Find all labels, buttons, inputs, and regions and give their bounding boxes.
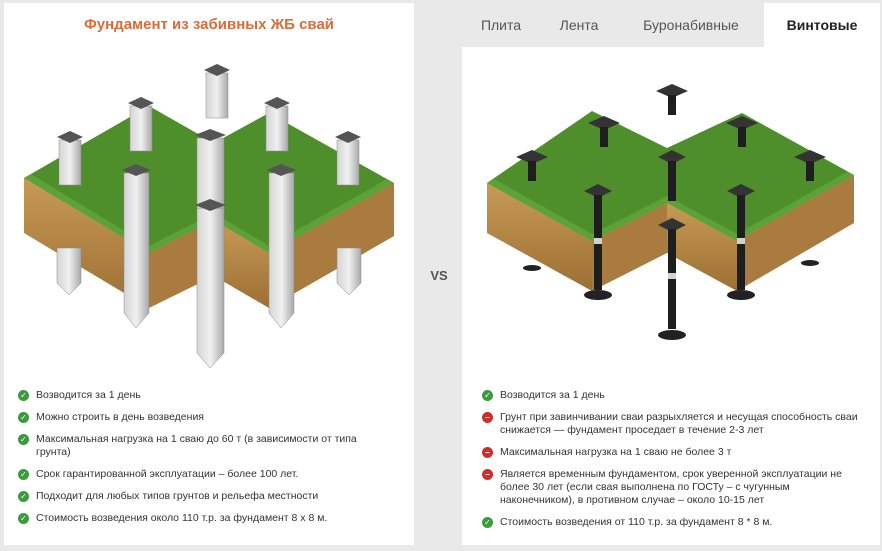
foundation-type-tabs: Плита Лента Буронабивные Винтовые: [462, 3, 880, 47]
left-panel-title: Фундамент из забивных ЖБ свай: [83, 16, 335, 33]
left-feature-text: Стоимость возведения около 110 т.р. за ф…: [36, 512, 328, 524]
right-feature-text: Возводится за 1 день: [500, 389, 605, 401]
right-feature-item: –Грунт при завинчивании сваи разрыхляетс…: [482, 411, 862, 437]
check-circle-icon: ✓: [18, 491, 29, 502]
driven-concrete-piles-illustration: [24, 64, 394, 369]
left-feature-item: ✓ Срок гарантированной эксплуатации – бол…: [18, 468, 393, 481]
right-comparison-panel: Плита Лента Буронабивные Винтовые: [462, 3, 880, 545]
right-feature-item: ✓ Возводится за 1 день: [482, 389, 862, 402]
right-feature-text: Является временным фундаментом, срок уве…: [500, 468, 842, 506]
left-feature-item: ✓ Максимальная нагрузка на 1 сваю до 60 т…: [18, 433, 393, 459]
left-feature-item: ✓ Стоимость возведения около 110 т.р. за …: [18, 512, 393, 525]
left-comparison-panel: Фундамент из забивных ЖБ свай: [4, 3, 414, 545]
right-feature-item: ✓ Стоимость возведения от 110 т.р. за фун…: [482, 516, 862, 529]
right-feature-text: Максимальная нагрузка на 1 сваю не более…: [500, 446, 732, 458]
left-feature-text: Возводится за 1 день: [36, 389, 141, 401]
tab-vintovye[interactable]: Винтовые: [764, 3, 880, 47]
left-features-list: ✓ Возводится за 1 день ✓ Можно строить в д…: [18, 389, 393, 534]
check-circle-icon: ✓: [18, 513, 29, 524]
vs-label: VS: [430, 268, 448, 283]
tab-plita[interactable]: Плита: [480, 17, 522, 33]
minus-circle-icon: –: [482, 412, 493, 423]
check-circle-icon: ✓: [482, 517, 493, 528]
check-circle-icon: ✓: [18, 412, 29, 423]
tab-buronabivnye[interactable]: Буронабивные: [643, 17, 739, 33]
left-feature-text: Можно строить в день возведения: [36, 411, 204, 423]
check-circle-icon: ✓: [482, 390, 493, 401]
check-circle-icon: ✓: [18, 469, 29, 480]
minus-circle-icon: –: [482, 447, 493, 458]
check-circle-icon: ✓: [18, 434, 29, 445]
left-feature-text: Срок гарантированной эксплуатации – боле…: [36, 468, 299, 480]
right-feature-text: Грунт при завинчивании сваи разрыхляется…: [500, 411, 858, 436]
left-feature-item: ✓ Можно строить в день возведения: [18, 411, 393, 424]
left-feature-item: ✓ Возводится за 1 день: [18, 389, 393, 402]
minus-circle-icon: –: [482, 469, 493, 480]
left-feature-text: Подходит для любых типов грунтов и релье…: [36, 490, 319, 502]
right-feature-text: Стоимость возведения от 110 т.р. за фунд…: [500, 516, 773, 528]
check-circle-icon: ✓: [18, 390, 29, 401]
tab-lenta[interactable]: Лента: [559, 17, 599, 33]
left-feature-item: ✓ Подходит для любых типов грунтов и рель…: [18, 490, 393, 503]
screw-piles-illustration: [487, 84, 854, 340]
right-feature-item: –Максимальная нагрузка на 1 сваю не боле…: [482, 446, 862, 459]
right-features-list: ✓Возводится за 1 день –Грунт при завинчи…: [482, 389, 862, 538]
left-feature-text: Максимальная нагрузка на 1 сваю до 60 т …: [36, 433, 357, 458]
right-feature-item: –Является временным фундаментом, срок ув…: [482, 468, 862, 507]
